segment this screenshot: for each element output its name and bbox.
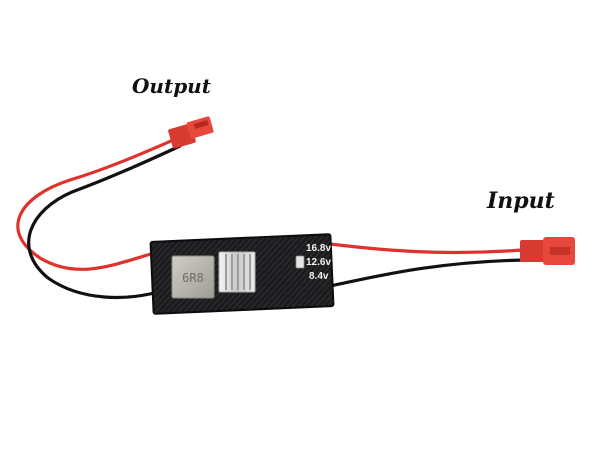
output-label: Output: [132, 74, 211, 98]
voltage-option-8-4: 8.4v: [309, 271, 329, 282]
heatsink: [218, 251, 256, 293]
input-red-wire: [328, 242, 524, 255]
output-red-wire: [16, 136, 180, 271]
voltage-option-12-6: 12.6v: [306, 257, 331, 268]
input-connector: [520, 237, 575, 265]
voltage-option-16-8: 16.8v: [306, 243, 331, 254]
voltage-selector-pad: [295, 255, 305, 269]
input-label: Input: [487, 188, 555, 214]
inductor-component: 6R8: [171, 255, 215, 299]
output-connector: [168, 116, 214, 149]
input-black-wire: [328, 258, 526, 288]
inductor-marking: 6R8: [182, 271, 204, 285]
output-black-wire: [27, 144, 182, 299]
